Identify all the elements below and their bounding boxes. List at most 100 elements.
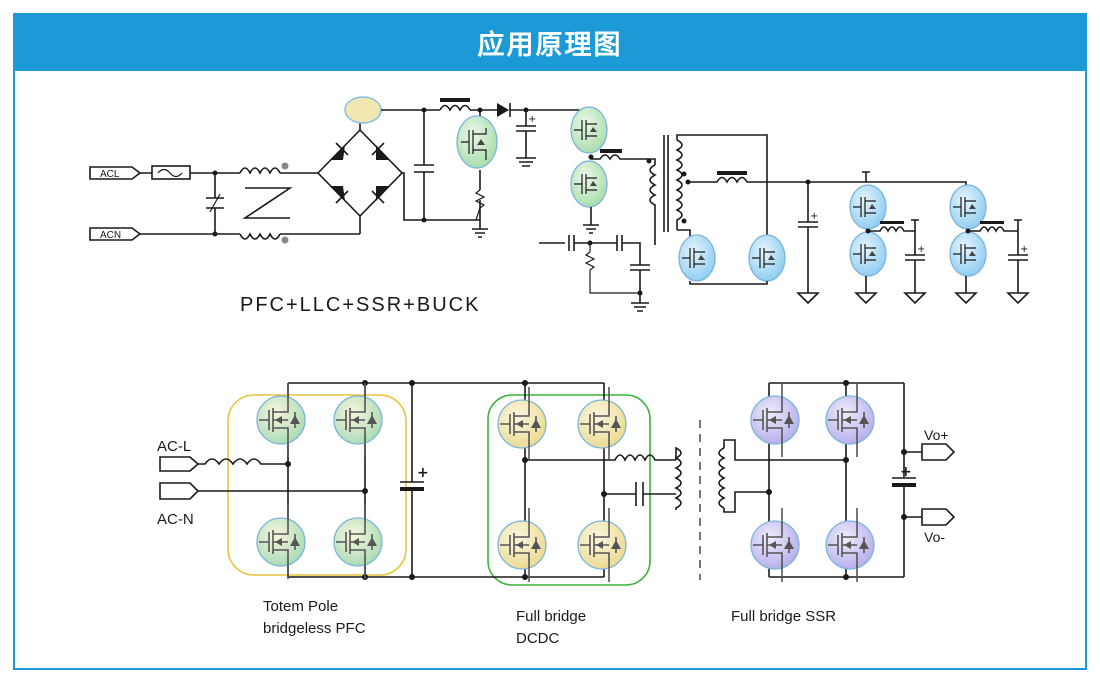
- mosfet-symbol-5: [500, 387, 537, 461]
- ssr-transformer-secondary: [718, 447, 726, 509]
- buck1-ground: [854, 276, 878, 305]
- pfc-input-cap: [414, 110, 434, 220]
- sensor-highlight: [344, 96, 382, 124]
- svg-text:+: +: [917, 244, 925, 255]
- channel-arrow-9: [769, 416, 776, 424]
- channel-arrow-5: [516, 420, 523, 428]
- buck1-output: [868, 219, 927, 305]
- diagram-frame: [13, 13, 1087, 670]
- top-circuit-caption: PFC+LLC+SSR+BUCK: [240, 294, 480, 316]
- secondary-leads: [676, 134, 768, 238]
- acl-label: ACL: [100, 169, 120, 180]
- mosfet-symbol-11: [753, 508, 790, 582]
- pfc-section-highlight: [227, 394, 407, 576]
- channel-arrow-1: [275, 416, 282, 424]
- dcdc-section-caption-line1: Full bridge: [516, 608, 586, 625]
- mosfet-symbol-10: [828, 383, 865, 457]
- mosfet-symbol-8: [580, 508, 617, 582]
- dcdc-section-highlight: [487, 394, 651, 586]
- ssr-secondary-leads: [723, 439, 846, 513]
- ac-l-label: AC-L: [157, 438, 191, 455]
- transformer-core: [663, 135, 669, 232]
- transformer-primary: [649, 164, 657, 245]
- page-title: 应用原理图: [13, 13, 1087, 71]
- buck2-ground: [954, 276, 978, 305]
- mosfet-symbol-9: [753, 383, 790, 457]
- channel-arrow-11: [769, 541, 776, 549]
- buck2-input: [862, 181, 967, 185]
- svg-text:+: +: [528, 114, 536, 125]
- body-diode-10: [859, 415, 869, 424]
- channel-arrow-6: [596, 420, 603, 428]
- vo-plus-label: Vo+: [924, 427, 949, 443]
- channel-arrow-10: [844, 416, 851, 424]
- output-capacitor-ssr: [892, 383, 916, 577]
- mosfet-symbol-1: [259, 383, 296, 457]
- acl-connector: [89, 166, 142, 180]
- body-diode-3: [290, 537, 300, 546]
- x-capacitor: [206, 173, 224, 234]
- body-diode-2: [367, 415, 377, 424]
- fuse-element: [157, 168, 183, 178]
- diode-bars: [335, 142, 385, 204]
- svg-text:+: +: [900, 464, 912, 480]
- bridge-rectifier: [316, 128, 404, 218]
- snubber-cap: [630, 245, 650, 312]
- output-inductor: [688, 176, 862, 184]
- llc-mosfet-high: [570, 106, 608, 154]
- llc-ground: [583, 207, 599, 234]
- bulk-capacitor: [516, 110, 536, 167]
- body-diode-11: [784, 540, 794, 549]
- mosfet-symbol-4: [336, 505, 373, 579]
- channel-arrow-4: [352, 538, 359, 546]
- transformer-secondary: [675, 139, 683, 230]
- svg-text:+: +: [1020, 244, 1028, 255]
- ssr-section-caption: Full bridge SSR: [731, 608, 836, 625]
- sr-mosfet-1: [678, 234, 716, 282]
- mosfet-symbol-6: [580, 387, 617, 461]
- body-diode-5: [531, 419, 541, 428]
- fuse: [151, 165, 191, 180]
- body-diode-6: [611, 419, 621, 428]
- dc-bus-capacitor: [400, 383, 424, 577]
- sense-resistor: [474, 189, 486, 221]
- body-diode-8: [611, 540, 621, 549]
- cm-choke-bottom: [239, 232, 281, 240]
- channel-arrow-3: [275, 538, 282, 546]
- ac-n-label: AC-N: [157, 511, 194, 528]
- body-diode-4: [367, 537, 377, 546]
- pfc-mosfet: [456, 115, 498, 169]
- bottom-circuit: AC-L AC-N +: [157, 380, 956, 647]
- channel-arrow-12: [844, 541, 851, 549]
- mosfet-symbol-12: [828, 508, 865, 582]
- llc-mosfet-low: [570, 160, 608, 208]
- channel-arrow-2: [352, 416, 359, 424]
- body-diode-1: [290, 415, 300, 424]
- ac-l-connector: [159, 482, 200, 500]
- mosfet-symbol-7: [500, 508, 537, 582]
- pfc-section-caption-line1: Totem Pole: [263, 598, 338, 615]
- channel-arrow-8: [596, 541, 603, 549]
- rectifier-diodes: [330, 145, 390, 201]
- top-circuit: ACL ACN: [89, 96, 1030, 316]
- ssr-transformer-primary: [674, 446, 682, 510]
- svg-text:+: +: [810, 211, 818, 222]
- resonant-resistor: [584, 243, 640, 294]
- pfc-boost-inductor: [198, 458, 288, 466]
- dcdc-resonant-inductor: [525, 454, 676, 462]
- pfc-inductor: [439, 104, 471, 112]
- llc-resonant-inductor: [590, 154, 656, 165]
- pfc-section-caption-line2: bridgeless PFC: [263, 620, 366, 637]
- dcdc-section-caption-line2: DCDC: [516, 630, 559, 647]
- cm-choke-core: [242, 187, 293, 219]
- mosfet-symbol-2: [336, 383, 373, 457]
- channel-arrow-7: [516, 541, 523, 549]
- choke-out-wires: [280, 172, 360, 235]
- mosfet-glyphs: [259, 383, 869, 582]
- body-diode-9: [784, 415, 794, 424]
- pfc-ground: [472, 220, 488, 238]
- dc-bus: [288, 382, 604, 578]
- buck1-input: [862, 171, 870, 182]
- cm-choke-top: [239, 167, 281, 175]
